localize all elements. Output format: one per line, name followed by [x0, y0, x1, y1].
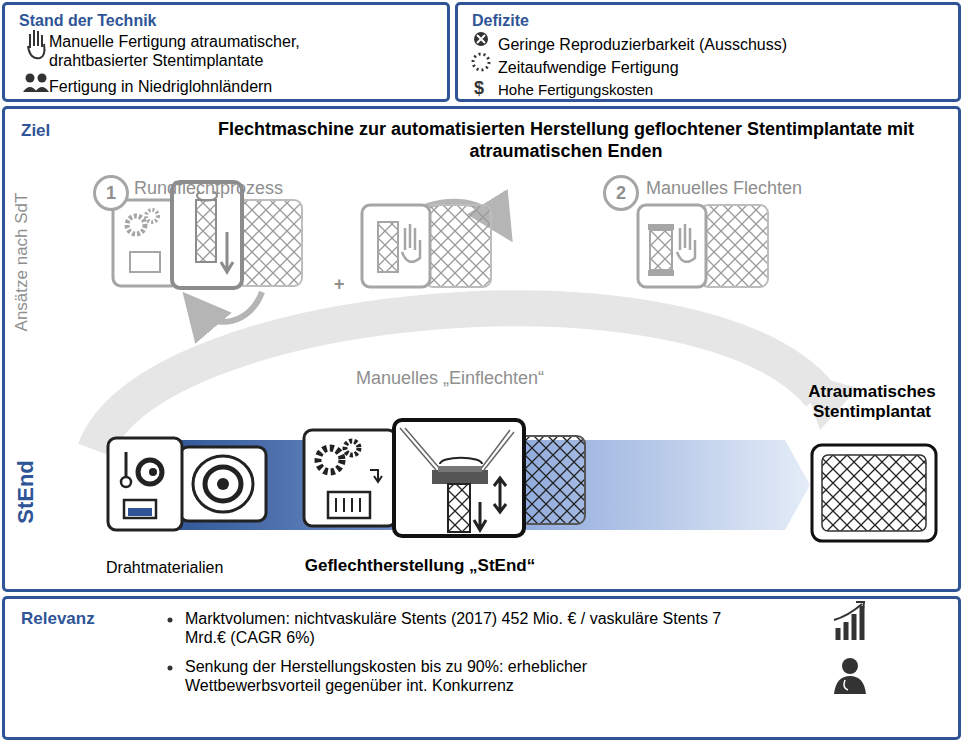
- node-text: Marktvolumen: nichtvaskuläre Stents (201…: [185, 609, 725, 647]
- caption-label: Geflechtherstellung „StEnd“: [290, 556, 550, 576]
- node-text: Manuelle Fertigung atraumatischer, draht…: [49, 32, 379, 70]
- step-circle: 1: [93, 175, 129, 211]
- step-label: Manuelles Flechten: [646, 178, 866, 200]
- relevance-panel: Relevanz Marktvolumen: nichtvaskuläre Ste…: [2, 596, 961, 740]
- node-text: 2: [616, 184, 626, 202]
- vertical-label: StEnd: [13, 460, 39, 524]
- dollar-icon: $: [474, 78, 494, 100]
- node-text: Flechtmaschine zur automatisierten Herst…: [201, 119, 931, 162]
- plus-sign: +: [334, 274, 354, 296]
- deficits-panel: DefiziteGeringe Reproduzierbarkeit (Auss…: [455, 2, 961, 102]
- node-text: Geringe Reproduzierbarkeit (Ausschuss): [498, 35, 938, 54]
- caption-label: Drahtmaterialien: [106, 558, 306, 577]
- state-of-art-panel: Stand der TechnikManuelle Fertigung atra…: [2, 2, 450, 102]
- node-text: Zeitaufwendige Fertigung: [498, 58, 938, 77]
- vertical-label: Ansätze nach SdT: [12, 193, 32, 332]
- node-text: Hohe Fertigungskosten: [498, 81, 938, 99]
- node-text: Fertigung in Niedriglohnländern: [49, 77, 379, 96]
- panel-title: Ziel: [21, 121, 81, 141]
- node-text: 1: [106, 184, 116, 202]
- panel-title: Defizite: [472, 11, 772, 30]
- step-label: Rundflechtprozess: [134, 178, 354, 200]
- result-label: Atraumatisches Stentimplantat: [784, 382, 960, 423]
- step-label: Manuelles „Einflechten“: [335, 368, 565, 390]
- step-circle: 2: [603, 175, 639, 211]
- node-text: Senkung der Herstellungskosten bis zu 90…: [185, 657, 725, 695]
- panel-title: Relevanz: [21, 609, 141, 629]
- panel-title: Stand der Technik: [19, 11, 319, 30]
